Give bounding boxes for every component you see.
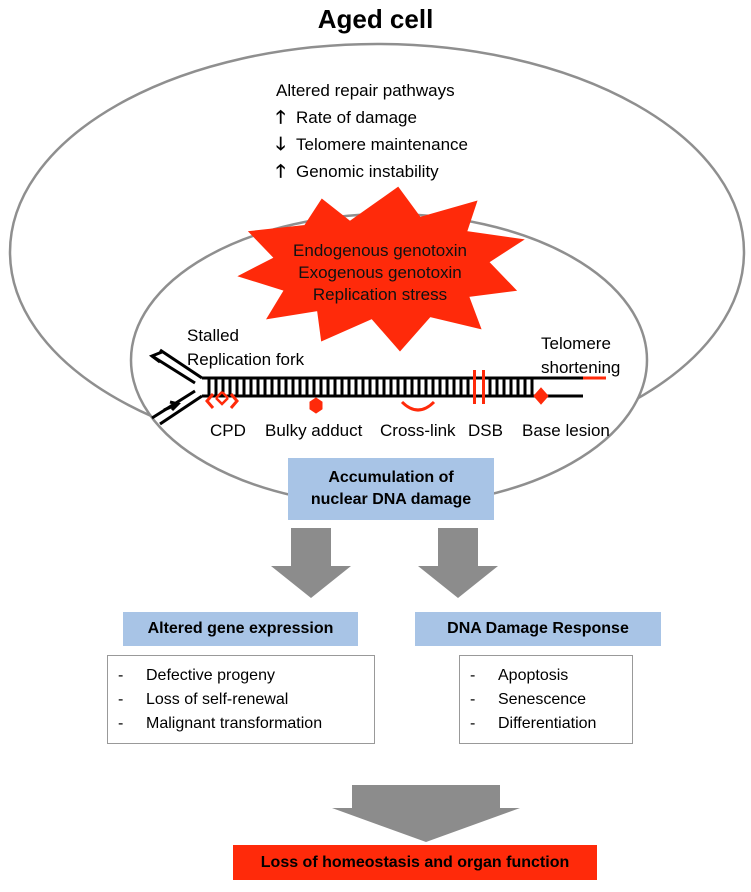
list-item: -Differentiation [470, 715, 597, 732]
arrow-left [271, 528, 351, 598]
replication-fork [148, 348, 203, 426]
list-item-text: Malignant transformation [146, 715, 323, 732]
accumulation-line: nuclear DNA damage [310, 491, 472, 508]
list-item: -Defective progeny [118, 667, 275, 684]
shortening-label: shortening [541, 358, 621, 377]
flow-arrows [271, 528, 520, 842]
pathways-heading: Altered repair pathways [276, 81, 455, 100]
repair-pathways: Altered repair pathways 🡑Rate of damage … [276, 78, 468, 185]
diagram-title: Aged cell [317, 4, 434, 34]
dsb-lesion [473, 370, 476, 404]
accumulation-line: Accumulation of [328, 469, 454, 486]
list-item: -Loss of self-renewal [118, 691, 289, 708]
arrow-bottom [332, 785, 520, 842]
list-item-text: Apoptosis [498, 667, 569, 684]
stressor-item: Replication stress [312, 285, 448, 304]
pathway-label: Telomere maintenance [296, 135, 468, 154]
altered-gene-expression-header: Altered gene expression [123, 612, 358, 646]
stressor-item: Endogenous genotoxin [293, 241, 467, 260]
outcome-box: Loss of homeostasis and organ function [233, 845, 597, 880]
list-item: -Apoptosis [470, 667, 569, 684]
arrow-right [418, 528, 498, 598]
dna-lesions [205, 370, 549, 414]
list-item-text: Loss of self-renewal [146, 691, 289, 708]
list-item-text: Defective progeny [146, 667, 275, 684]
cpd-label: CPD [210, 421, 246, 440]
pathway-item: 🡑 Genomic instability [276, 158, 468, 185]
dna-double-strand [202, 376, 606, 398]
bulky-adduct-lesion [309, 397, 323, 414]
telomere-label: Telomere [541, 334, 611, 353]
accumulation-box: Accumulation of nuclear DNA damage [288, 458, 494, 520]
list-item-text: Senescence [498, 691, 587, 708]
up-arrow-icon: 🡑 [276, 107, 286, 127]
base-lesion-label: Base lesion [522, 421, 610, 440]
dsb-label: DSB [468, 421, 503, 440]
damage-response-list: -Apoptosis -Senescence -Differentiation [459, 655, 633, 744]
stressor-item: Exogenous genotoxin [298, 263, 462, 282]
pathway-item: 🡑 Rate of damage [276, 104, 468, 131]
crosslink-lesion [400, 400, 436, 412]
dna-damage-response-header: DNA Damage Response [415, 612, 661, 646]
stalled-label: Stalled [187, 326, 239, 345]
list-item: -Senescence [470, 691, 587, 708]
list-item: -Malignant transformation [118, 715, 323, 732]
bulky-adduct-label: Bulky adduct [265, 421, 363, 440]
down-arrow-icon: 🡓 [276, 134, 286, 154]
gene-expression-list: -Defective progeny -Loss of self-renewal… [107, 655, 375, 744]
cpd-lesion [215, 391, 229, 406]
stressor-list: Endogenous genotoxin Exogenous genotoxin… [250, 240, 510, 306]
genotoxin-starburst [237, 186, 525, 352]
list-item-text: Differentiation [498, 715, 597, 732]
pathway-label: Genomic instability [296, 162, 439, 181]
replication-fork-label: Replication fork [187, 350, 305, 369]
pathway-label: Rate of damage [296, 108, 417, 127]
pathway-item: 🡓 Telomere maintenance [276, 131, 468, 158]
up-arrow-icon: 🡑 [276, 161, 286, 181]
crosslink-label: Cross-link [380, 421, 456, 440]
base-lesion [533, 387, 549, 405]
